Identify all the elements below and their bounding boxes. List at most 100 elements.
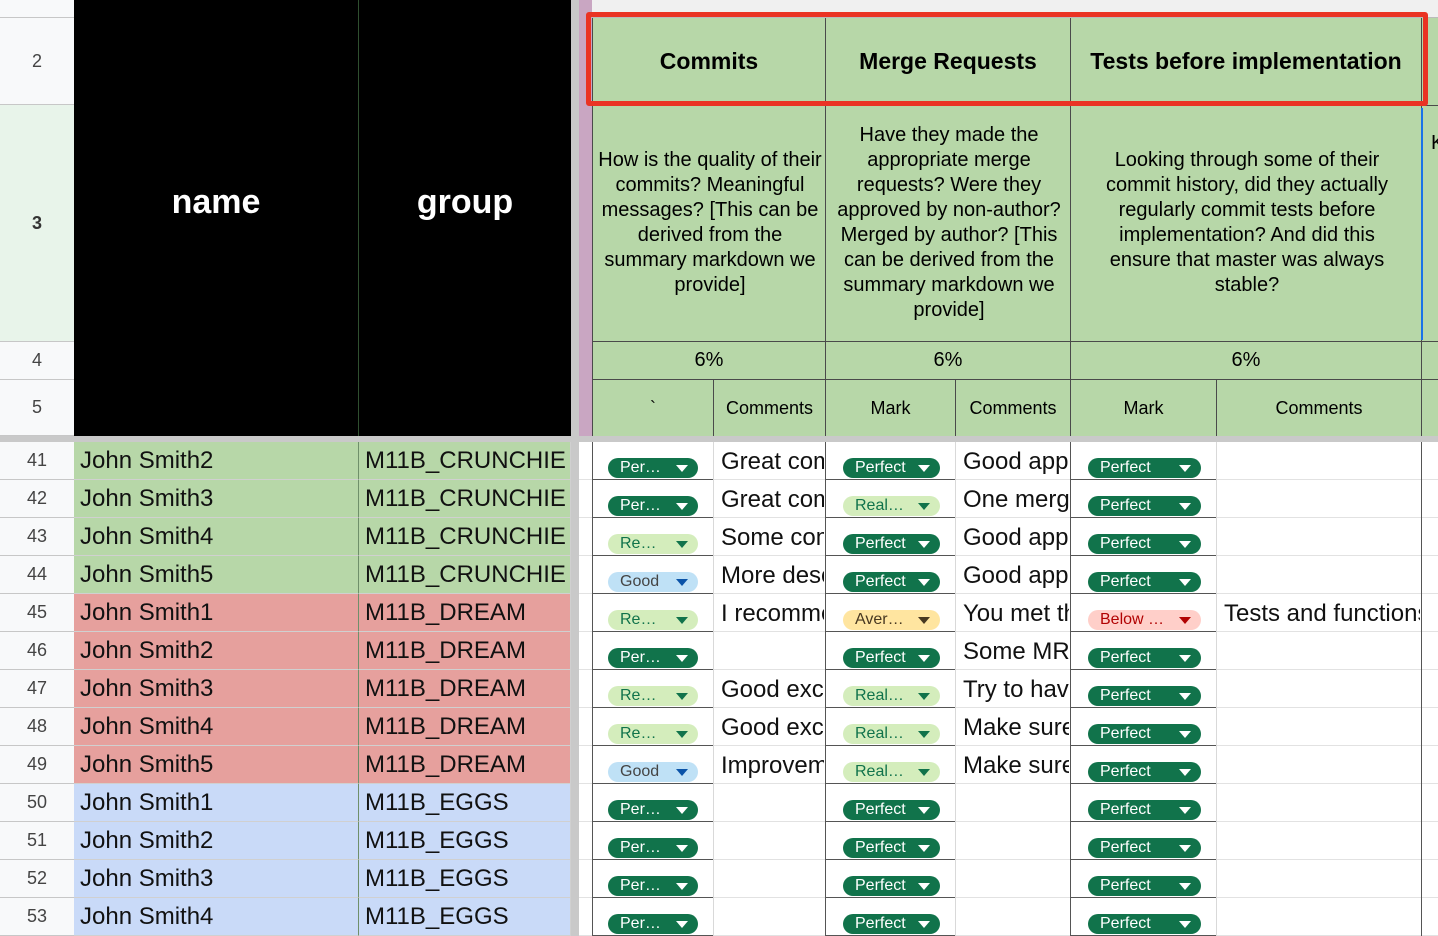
comment-cell[interactable] xyxy=(721,637,824,667)
comment-cell[interactable] xyxy=(1224,865,1420,895)
criterion-description-tests[interactable]: Looking through some of their commit his… xyxy=(1106,149,1388,296)
mark-dropdown[interactable]: Perfect xyxy=(843,914,940,934)
name-cell[interactable]: John Smith5 xyxy=(74,746,359,784)
mark-dropdown[interactable]: Perfect xyxy=(843,648,940,668)
comments-header-commits[interactable]: Comments xyxy=(725,397,814,418)
comment-cell[interactable]: More descriptive xyxy=(721,562,824,589)
comment-cell[interactable] xyxy=(1224,751,1420,781)
comment-cell[interactable] xyxy=(963,789,1069,819)
row-header[interactable]: 51 xyxy=(0,822,74,860)
comment-cell[interactable]: Tests and functions xyxy=(1224,600,1420,627)
comment-cell[interactable]: Make sure xyxy=(963,714,1069,741)
weight-commits[interactable]: 6% xyxy=(694,349,724,371)
weight-merge-requests[interactable]: 6% xyxy=(933,349,963,371)
criterion-title-merge-requests[interactable]: Merge Requests xyxy=(859,48,1037,74)
comment-cell[interactable] xyxy=(721,903,824,933)
comment-cell[interactable]: Good approvals xyxy=(963,524,1069,551)
comment-cell[interactable]: I recommend xyxy=(721,600,824,627)
mark-header-merge-requests[interactable]: Mark xyxy=(870,397,911,418)
comment-cell[interactable]: Good approvals xyxy=(963,562,1069,589)
mark-dropdown[interactable]: Really good xyxy=(843,724,940,744)
frozen-row-divider[interactable] xyxy=(0,436,1438,442)
comments-header-merge-requests[interactable]: Comments xyxy=(969,397,1057,418)
weight-tests[interactable]: 6% xyxy=(1231,349,1261,371)
group-column-header[interactable]: group xyxy=(416,183,514,221)
mark-dropdown[interactable]: Perfect xyxy=(1088,800,1201,820)
comment-cell[interactable] xyxy=(1224,903,1420,933)
row-header-4[interactable]: 4 xyxy=(0,342,74,380)
mark-dropdown[interactable]: Perfect xyxy=(843,572,940,592)
mark-dropdown[interactable]: Really good xyxy=(843,762,940,782)
mark-dropdown[interactable]: Perfect xyxy=(1088,914,1201,934)
mark-dropdown[interactable]: Average xyxy=(843,610,940,630)
row-header[interactable]: 53 xyxy=(0,898,74,936)
name-cell[interactable]: John Smith5 xyxy=(74,556,359,594)
mark-dropdown[interactable]: Perfect xyxy=(608,648,698,668)
comment-cell[interactable] xyxy=(1224,827,1420,857)
name-cell[interactable]: John Smith2 xyxy=(74,442,359,480)
mark-dropdown[interactable]: Perfect xyxy=(1088,648,1201,668)
mark-dropdown[interactable]: Perfect xyxy=(1088,534,1201,554)
name-cell[interactable]: John Smith4 xyxy=(74,898,359,936)
name-cell[interactable]: John Smith1 xyxy=(74,594,359,632)
comment-cell[interactable]: Good excellent xyxy=(721,676,824,703)
name-cell[interactable]: John Smith4 xyxy=(74,708,359,746)
comment-cell[interactable]: Good approvals xyxy=(963,448,1069,475)
name-cell[interactable]: John Smith2 xyxy=(74,822,359,860)
name-cell[interactable]: John Smith3 xyxy=(74,860,359,898)
group-cell[interactable]: M11B_EGGS xyxy=(359,784,571,822)
comment-cell[interactable] xyxy=(1224,561,1420,591)
row-header-2[interactable]: 2 xyxy=(0,18,74,105)
name-cell[interactable]: John Smith3 xyxy=(74,480,359,518)
mark-dropdown[interactable]: Really good xyxy=(608,686,698,706)
comment-cell[interactable] xyxy=(1224,675,1420,705)
comment-cell[interactable] xyxy=(1224,447,1420,477)
comment-cell[interactable] xyxy=(721,865,824,895)
row-header[interactable]: 49 xyxy=(0,746,74,784)
group-cell[interactable]: M11B_DREAM xyxy=(359,594,571,632)
group-cell[interactable]: M11B_EGGS xyxy=(359,860,571,898)
group-cell[interactable]: M11B_CRUNCHIE xyxy=(359,518,571,556)
row-header[interactable]: 44 xyxy=(0,556,74,594)
row-header[interactable]: 42 xyxy=(0,480,74,518)
comment-cell[interactable] xyxy=(1224,789,1420,819)
row-header[interactable]: 52 xyxy=(0,860,74,898)
row-header-3[interactable]: 3 xyxy=(0,105,74,342)
mark-dropdown[interactable]: Perfect xyxy=(843,534,940,554)
comment-cell[interactable]: Great commits xyxy=(721,486,824,513)
comment-cell[interactable] xyxy=(1224,637,1420,667)
mark-dropdown[interactable]: Perfect xyxy=(1088,686,1201,706)
row-header[interactable]: 46 xyxy=(0,632,74,670)
group-cell[interactable]: M11B_EGGS xyxy=(359,898,571,936)
comment-cell[interactable]: Great commits xyxy=(721,448,824,475)
mark-dropdown[interactable]: Perfect xyxy=(1088,572,1201,592)
row-header[interactable]: 47 xyxy=(0,670,74,708)
mark-dropdown[interactable]: Perfect xyxy=(608,800,698,820)
row-header[interactable]: 48 xyxy=(0,708,74,746)
mark-dropdown[interactable]: Perfect xyxy=(608,838,698,858)
comment-cell[interactable] xyxy=(1224,523,1420,553)
mark-dropdown[interactable]: Really good xyxy=(843,496,940,516)
row-header[interactable]: 43 xyxy=(0,518,74,556)
comment-cell[interactable] xyxy=(1224,713,1420,743)
group-cell[interactable]: M11B_CRUNCHIE xyxy=(359,480,571,518)
mark-dropdown[interactable]: Perfect xyxy=(608,914,698,934)
mark-dropdown[interactable]: Perfect xyxy=(843,800,940,820)
name-cell[interactable]: John Smith2 xyxy=(74,632,359,670)
mark-header-tests[interactable]: Mark xyxy=(1123,397,1164,418)
row-header[interactable]: 45 xyxy=(0,594,74,632)
group-cell[interactable]: M11B_DREAM xyxy=(359,708,571,746)
group-cell[interactable]: M11B_DREAM xyxy=(359,670,571,708)
comment-cell[interactable] xyxy=(721,827,824,857)
criterion-title-tests[interactable]: Tests before implementation xyxy=(1090,48,1402,74)
criterion-description-merge-requests[interactable]: Have they made the appropriate merge req… xyxy=(837,124,1061,321)
comment-cell[interactable] xyxy=(963,827,1069,857)
frozen-column-divider[interactable] xyxy=(571,0,579,936)
row-header[interactable]: 50 xyxy=(0,784,74,822)
mark-dropdown[interactable]: Perfect xyxy=(1088,724,1201,744)
mark-dropdown[interactable]: Perfect xyxy=(608,458,698,478)
mark-dropdown[interactable]: Good xyxy=(608,762,698,782)
mark-dropdown[interactable]: Perfect xyxy=(1088,762,1201,782)
group-cell[interactable]: M11B_DREAM xyxy=(359,746,571,784)
name-cell[interactable]: John Smith3 xyxy=(74,670,359,708)
